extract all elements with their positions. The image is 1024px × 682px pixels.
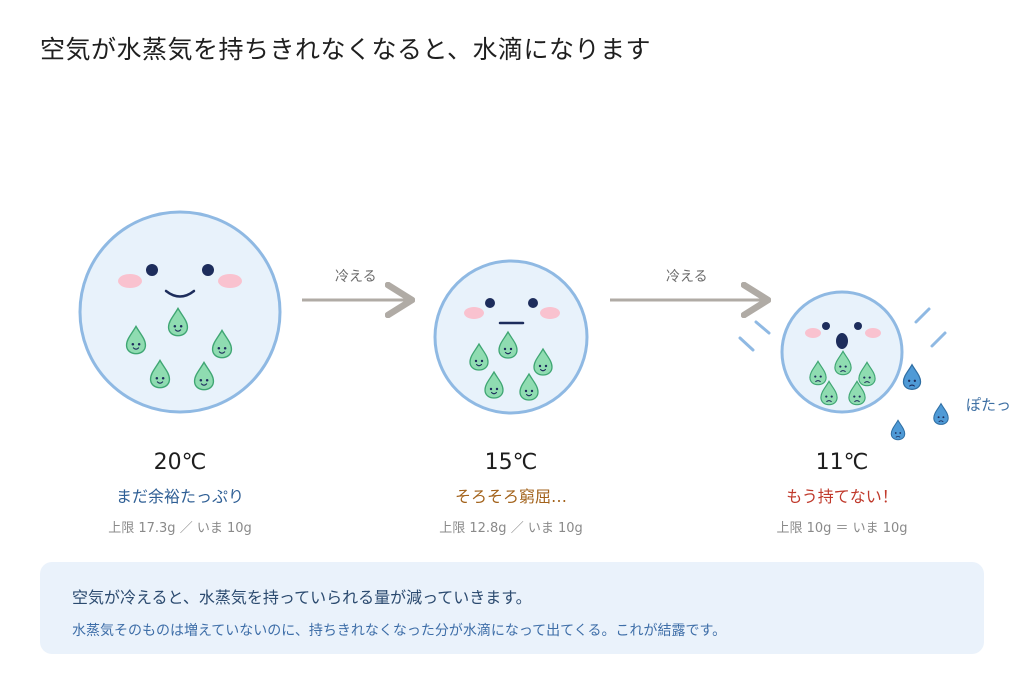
- droplet-happy: [167, 306, 189, 337]
- droplet-worried: [820, 380, 838, 406]
- droplet-worried: [848, 380, 866, 406]
- arrow-label-1: 冷える: [335, 269, 377, 285]
- status-15c: そろそろ窮屈…: [454, 487, 567, 506]
- droplet-happy: [193, 360, 215, 391]
- explanation-box: 空気が冷えると、水蒸気を持っていられる量が減っていきます。 水蒸気そのものは増え…: [40, 562, 984, 654]
- droplet-happy: [498, 330, 518, 359]
- temperature-15c: 15℃: [484, 450, 538, 475]
- falling-droplet: [890, 419, 906, 441]
- explanation-line-1: 空気が冷えると、水蒸気を持っていられる量が減っていきます。: [72, 588, 532, 607]
- shake-lines: [738, 307, 947, 352]
- droplet-worried: [834, 350, 852, 376]
- temperature-11c: 11℃: [815, 450, 869, 475]
- droplet-happy: [125, 324, 147, 355]
- capacity-20c: 上限 17.3g ／ いま 10g: [108, 521, 252, 536]
- neutral-face: [464, 298, 560, 325]
- status-20c: まだ余裕たっぷり: [115, 487, 244, 506]
- droplet-happy: [469, 342, 489, 371]
- stage-label-20c: 20℃ まだ余裕たっぷり 上限 17.3g ／ いま 10g: [60, 450, 300, 536]
- droplet-happy: [519, 372, 539, 401]
- stage-label-15c: 15℃ そろそろ窮屈… 上限 12.8g ／ いま 10g: [391, 450, 631, 536]
- explanation-line-2: 水蒸気そのものは増えていないのに、持ちきれなくなった分が水滴になって出てくる。こ…: [72, 623, 727, 639]
- stage-label-11c: 11℃ もう持てない！ 上限 10g ＝ いま 10g: [722, 450, 962, 536]
- droplet-worried: [809, 360, 827, 386]
- drip-sound-text: ぽたっ: [966, 396, 1012, 414]
- droplet-happy: [484, 370, 504, 399]
- droplets-15c: [469, 330, 553, 401]
- falling-droplet: [902, 363, 922, 390]
- capacity-11c: 上限 10g ＝ いま 10g: [776, 521, 908, 536]
- droplet-happy: [533, 347, 553, 376]
- falling-droplets: [890, 363, 949, 441]
- droplets-11c: [809, 350, 876, 406]
- droplet-happy: [149, 358, 171, 389]
- droplet-happy: [211, 328, 233, 359]
- happy-face: [118, 264, 242, 298]
- temperature-20c: 20℃: [153, 450, 207, 475]
- surprised-face: [805, 322, 881, 349]
- arrow-label-2: 冷える: [666, 269, 708, 285]
- capacity-15c: 上限 12.8g ／ いま 10g: [439, 521, 583, 536]
- droplets-20c: [125, 306, 233, 391]
- page-title: 空気が水蒸気を持ちきれなくなると、水滴になります: [40, 35, 652, 64]
- status-11c: もう持てない！: [786, 487, 898, 506]
- falling-droplet: [933, 402, 949, 425]
- droplet-worried: [858, 361, 876, 387]
